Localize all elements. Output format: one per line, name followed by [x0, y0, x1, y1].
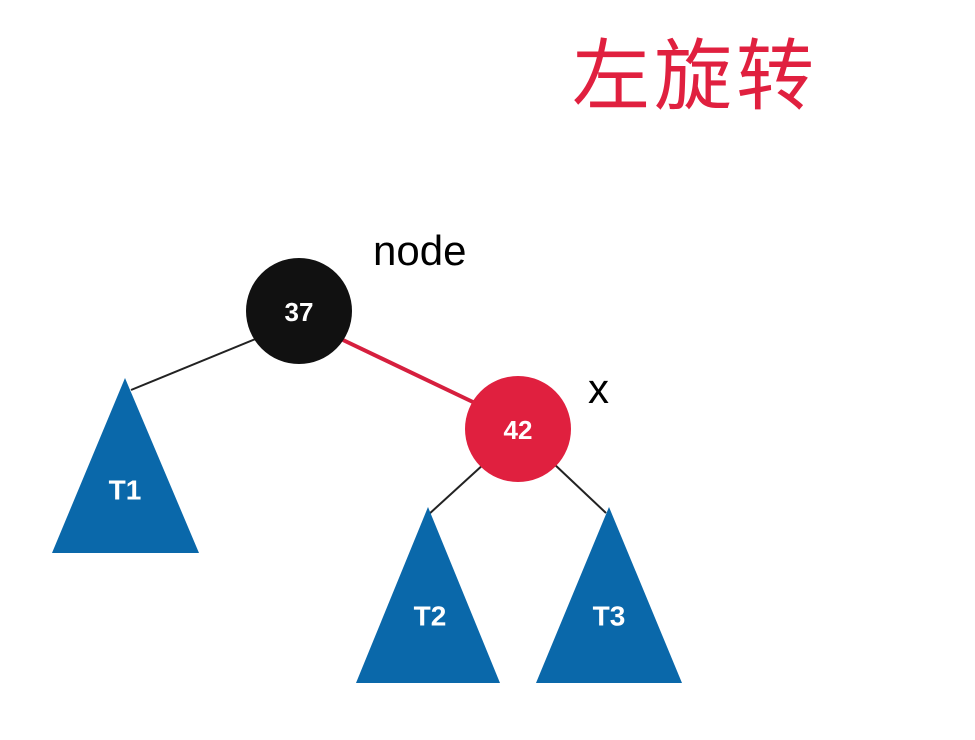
x-pointer-label: x: [588, 365, 609, 412]
edge-37-t1: [130, 337, 259, 391]
node-37-circle: [246, 258, 352, 364]
edge-42-t3: [552, 462, 607, 514]
node-37-label: 37: [285, 297, 314, 327]
subtree-t1-triangle: [52, 378, 199, 553]
subtree-t3-triangle: [536, 507, 682, 683]
diagram-title: 左旋转: [572, 32, 819, 122]
subtree-t2-triangle: [356, 507, 500, 683]
subtree-t2-label: T2: [414, 601, 447, 632]
subtree-t3-label: T3: [593, 601, 626, 632]
edge-37-42: [342, 338, 476, 405]
node-pointer-label: node: [373, 227, 467, 274]
edge-42-t2: [427, 462, 486, 516]
subtree-t1-label: T1: [109, 475, 142, 506]
node-42-label: 42: [504, 415, 533, 445]
node-42-circle: [465, 376, 571, 482]
